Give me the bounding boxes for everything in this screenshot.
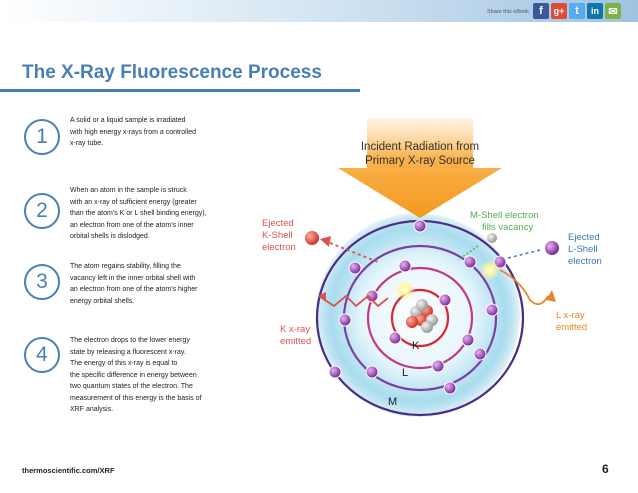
l-xray-arrowhead [546, 290, 556, 302]
k-shell [390, 288, 450, 348]
step-1-line: x-ray tube. [70, 140, 104, 147]
google-plus-icon[interactable]: g+ [551, 3, 567, 19]
k-shell-label: K [412, 340, 420, 352]
page-number: 6 [602, 462, 609, 476]
k-xray-label-line: emitted [280, 336, 311, 347]
k-xray-arrowhead [318, 292, 326, 302]
k-xray-wave [321, 294, 389, 308]
step-2-line: than the atom’s K or L shell binding ene… [70, 210, 207, 217]
step-1-line: A solid or a liquid sample is irradiated [70, 117, 186, 124]
shell-electrons [328, 219, 507, 395]
step-3-line: an electron from one of the atom’s highe… [70, 286, 198, 293]
share-label: Share this eBook [487, 9, 529, 15]
step-4-number: 4 [24, 337, 60, 373]
step-3-line: The atom regains stability, filling the [70, 263, 181, 270]
ejected-l-label-line: electron [568, 256, 602, 267]
k-xray-label-line: K x-ray [280, 324, 310, 335]
step-3-line: energy orbital shells. [70, 297, 135, 305]
email-icon[interactable]: ✉ [605, 3, 621, 19]
twitter-icon[interactable]: t [569, 3, 585, 19]
step-3-text: The atom regains stability, filling the … [70, 261, 230, 307]
m-shell-label: M [388, 396, 397, 408]
step-4-line: the specific difference in energy betwee… [70, 371, 197, 379]
vacancy-flash-k [395, 280, 415, 300]
incident-radiation-arrow [338, 118, 502, 218]
m-shell-label-line: fills vacancy [482, 222, 533, 233]
step-1-text: A solid or a liquid sample is irradiated… [70, 115, 230, 150]
step-4-line: measurement of this energy is the basis … [70, 394, 202, 402]
l-xray-wave [499, 269, 549, 306]
m-shell-fill-path [457, 245, 479, 261]
step-2-line: an electron from one of the atom’s inner [70, 221, 194, 229]
step-3-number: 3 [24, 264, 60, 300]
incident-label-line: Incident Radiation from [361, 141, 479, 153]
top-banner [0, 0, 638, 22]
step-4-line: state by releasing a fluorescent x-ray. [70, 348, 186, 356]
step-1-line: with high energy x-rays from a controlle… [70, 128, 197, 136]
step-2-text: When an atom in the sample is struck wit… [70, 185, 230, 243]
facebook-icon[interactable]: f [533, 3, 549, 19]
m-shell-label-line: M-Shell electron [470, 210, 539, 221]
incident-label-line: Primary X-ray Source [365, 155, 475, 167]
step-2-line: When an atom in the sample is struck [70, 187, 187, 194]
xrf-atom-diagram: Incident Radiation from Primary X-ray So… [262, 118, 602, 417]
l-xray-label-line: emitted [556, 322, 587, 333]
ejected-k-electron [305, 231, 319, 245]
m-shell-electron [487, 233, 497, 243]
ejected-l-label-line: L-Shell [568, 244, 598, 255]
title-rule [0, 89, 360, 92]
footer-url[interactable]: thermoscientific.com/XRF [22, 466, 115, 475]
vacancy-flash-l [480, 260, 500, 280]
step-4-line: two quantum states of the electron. The [70, 383, 193, 390]
step-4-line: The energy of this x-ray is equal to [70, 360, 178, 367]
step-3-line: vacancy left in the inner orbital shell … [70, 274, 196, 282]
step-2-line: with an x-ray of sufficient energy (grea… [70, 198, 197, 206]
l-xray-label-line: L x-ray [556, 310, 585, 321]
ejected-l-path [507, 249, 541, 259]
step-4-text: The electron drops to the lower energy s… [70, 335, 230, 416]
ejected-k-label-line: electron [262, 242, 296, 253]
l-shell-inner [366, 266, 474, 370]
ejected-k-label-line: K-Shell [262, 230, 293, 241]
step-4-line: The electron drops to the lower energy [70, 337, 190, 344]
step-2-line: orbital shells is dislodged. [70, 233, 150, 240]
step-4-line: XRF analysis. [70, 406, 114, 413]
ejected-l-label-line: Ejected [568, 232, 600, 243]
page-title: The X-Ray Fluorescence Process [22, 62, 322, 83]
step-1-number: 1 [24, 119, 60, 155]
ejected-k-path [329, 242, 379, 263]
nucleus [406, 299, 438, 333]
ejected-k-arrowhead [320, 236, 331, 247]
ejected-l-electron [545, 241, 559, 255]
step-2-number: 2 [24, 193, 60, 229]
l-shell-label: L [402, 367, 408, 379]
linkedin-icon[interactable]: in [587, 3, 603, 19]
ejected-k-label-line: Ejected [262, 218, 294, 229]
